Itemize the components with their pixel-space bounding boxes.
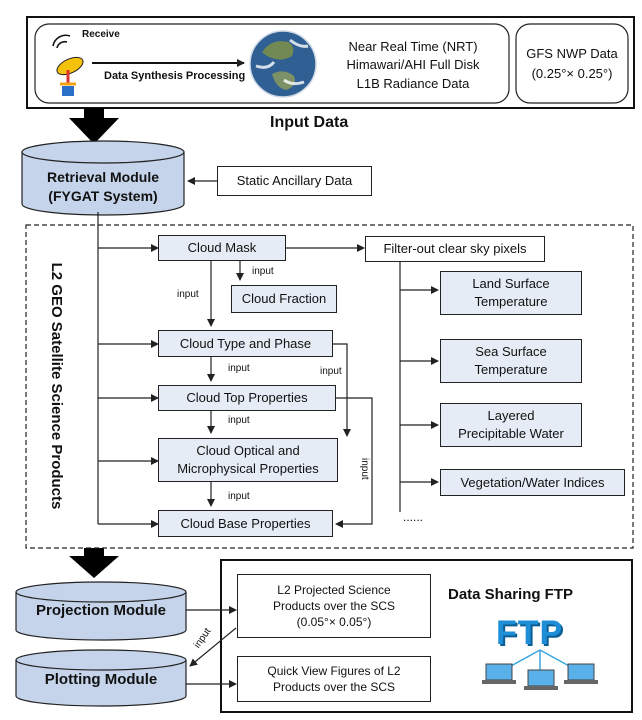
static-ancillary-box: Static Ancillary Data xyxy=(217,166,372,196)
gfs-text-block: GFS NWP Data (0.25°× 0.25°) xyxy=(516,44,628,83)
lst-box: Land Surface Temperature xyxy=(440,271,582,315)
quick-view-line-1: Quick View Figures of L2 xyxy=(267,663,401,678)
gfs-line-1: GFS NWP Data xyxy=(526,46,618,61)
cloud-type-box: Cloud Type and Phase xyxy=(158,330,333,357)
projected-products-box: L2 Projected Science Products over the S… xyxy=(237,574,431,638)
input-label-feedback: input xyxy=(359,458,370,480)
projected-line-3: (0.05°× 0.05°) xyxy=(296,615,372,630)
gfs-line-2: (0.25°× 0.25°) xyxy=(531,65,613,81)
projection-module-label: Projection Module xyxy=(35,602,166,619)
input-frame xyxy=(26,16,635,109)
filter-clear-sky-box: Filter-out clear sky pixels xyxy=(365,236,545,262)
retrieval-module-label: Retrieval Module (FYGAT System) xyxy=(22,168,184,206)
retrieval-line-1: Retrieval Module xyxy=(46,169,160,185)
input-label-fraction: input xyxy=(252,266,274,277)
output-frame xyxy=(220,559,633,713)
cloud-optical-line-2: Microphysical Properties xyxy=(177,461,319,476)
nrt-line-2: Himawari/AHI Full Disk xyxy=(346,57,480,73)
input-label-base: input xyxy=(228,491,250,502)
lst-line-1: Land Surface xyxy=(472,276,550,292)
cloud-optical-box: Cloud Optical and Microphysical Properti… xyxy=(158,438,338,482)
big-arrow-1 xyxy=(69,108,119,144)
satellite-dish-icon xyxy=(52,34,84,96)
projected-line-2: Products over the SCS xyxy=(272,598,396,613)
retrieval-cylinder xyxy=(21,140,185,216)
projection-cylinder xyxy=(15,581,187,641)
lpw-line-2: Precipitable Water xyxy=(458,426,564,441)
plotting-module-label: Plotting Module xyxy=(44,671,158,688)
cloud-top-box: Cloud Top Properties xyxy=(158,385,336,411)
quick-view-box: Quick View Figures of L2 Products over t… xyxy=(237,656,431,702)
input-label-optical: input xyxy=(228,415,250,426)
big-arrow-2 xyxy=(69,548,119,578)
ftp-logo: FTP xyxy=(496,614,564,652)
gfs-rounded-frame xyxy=(515,23,629,104)
earth-icon xyxy=(249,30,317,98)
input-label-top: input xyxy=(228,363,250,374)
input-label-type: input xyxy=(177,289,199,300)
sst-box: Sea Surface Temperature xyxy=(440,339,582,383)
sst-line-1: Sea Surface xyxy=(475,344,547,360)
more-products-ellipsis: ...... xyxy=(403,510,424,524)
projected-line-1: L2 Projected Science xyxy=(277,582,391,597)
ftp-title: Data Sharing FTP xyxy=(448,586,574,603)
receive-label: Receive xyxy=(82,29,120,40)
cloud-base-box: Cloud Base Properties xyxy=(158,510,333,537)
cloud-fraction-box: Cloud Fraction xyxy=(231,285,337,313)
lpw-box: Layered Precipitable Water xyxy=(440,403,582,447)
nrt-text-block: Near Real Time (NRT) Himawari/AHI Full D… xyxy=(322,38,504,93)
sst-line-2: Temperature xyxy=(474,362,548,377)
cloud-optical-line-1: Cloud Optical and xyxy=(196,443,300,459)
retrieval-line-2: (FYGAT System) xyxy=(48,187,158,204)
input-data-title: Input Data xyxy=(270,114,349,131)
lst-line-2: Temperature xyxy=(474,294,548,309)
quick-view-line-2: Products over the SCS xyxy=(272,680,396,694)
lpw-line-1: Layered xyxy=(487,408,535,424)
l2-side-title: L2 GEO Satellite Science Products xyxy=(48,262,65,510)
cloud-mask-box: Cloud Mask xyxy=(158,235,286,261)
processing-label: Data Synthesis Processing xyxy=(104,70,246,82)
vegetation-box: Vegetation/Water Indices xyxy=(440,469,625,496)
nrt-line-1: Near Real Time (NRT) xyxy=(348,39,478,54)
nrt-line-3: L1B Radiance Data xyxy=(356,75,470,91)
l2-dashed-frame xyxy=(25,224,634,549)
input-label-optical-right: input xyxy=(320,366,342,377)
plotting-cylinder xyxy=(15,649,187,707)
ftp-network-icon xyxy=(482,649,598,690)
